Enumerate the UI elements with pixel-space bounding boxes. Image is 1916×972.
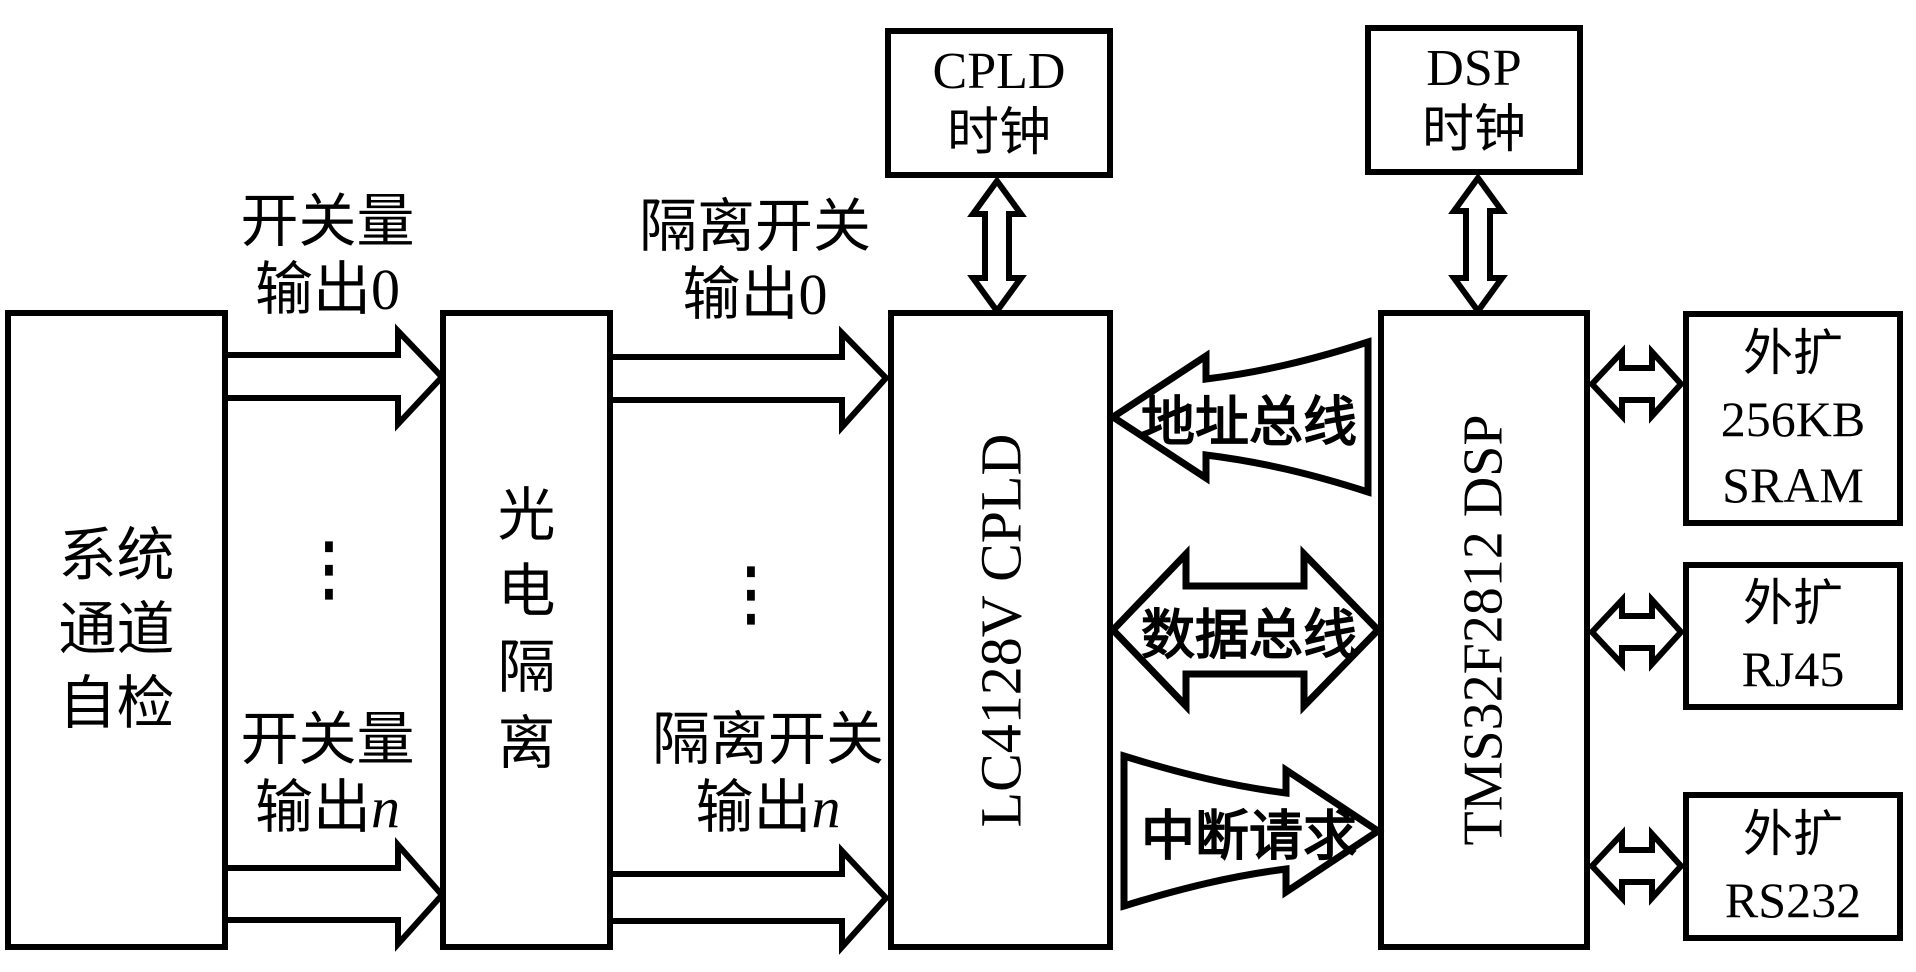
cpld-block: LC4128V CPLD [888, 310, 1113, 950]
interrupt-request-arrow [1120, 751, 1385, 911]
system-self-check-block: 系统 通道 自检 [5, 310, 228, 950]
dsp-rj45-arrow [1587, 592, 1686, 672]
label-interrupt-request: 中断请求 [1141, 806, 1357, 867]
rj45-block: 外扩 RJ45 [1683, 562, 1903, 710]
label-switch-output-n: 开关量 输出n [215, 706, 440, 842]
block-text: 自检 [58, 671, 175, 736]
arrow-switch-output-n [228, 837, 447, 952]
block-text: RJ45 [1741, 641, 1845, 697]
label-line: 输出n [695, 775, 841, 840]
label-data-bus: 数据总线 [1141, 605, 1357, 666]
cpld-clock-arrow [967, 175, 1027, 317]
sram-block: 外扩 256KB SRAM [1683, 311, 1903, 526]
dsp-clock-block: DSP 时钟 [1365, 25, 1583, 175]
rs232-block: 外扩 RS232 [1683, 792, 1903, 941]
block-text: 时钟 [946, 105, 1051, 162]
label-variable: n [811, 775, 841, 840]
block-text: 通道 [58, 597, 175, 662]
label-address-bus: 地址总线 [1141, 392, 1357, 453]
block-text: TMS32F2812 DSP [1453, 414, 1515, 846]
block-text: 隔 [497, 635, 556, 700]
block-text: LC4128V CPLD [968, 433, 1033, 827]
block-text: 光 [497, 483, 556, 548]
block-text: CPLD [932, 43, 1066, 100]
block-text: 外扩 [1743, 805, 1843, 862]
block-text: SRAM [1722, 456, 1864, 513]
block-text: 系统 [58, 523, 175, 588]
label-isolated-output-0: 隔离开关 输出0 [585, 193, 925, 329]
label-line: 隔离开关 [638, 194, 871, 259]
opto-isolation-block: 光 电 隔 离 [440, 310, 613, 950]
block-text: 256KB [1720, 390, 1866, 447]
ellipsis-middle: ⋮ [722, 554, 780, 633]
arrow-switch-output-0 [228, 323, 447, 432]
label-line: 输出0 [682, 262, 828, 327]
label-variable: n [371, 775, 400, 840]
ellipsis-left: ⋮ [300, 529, 358, 608]
label-line: 开关量 [240, 707, 415, 772]
dsp-rs232-arrow [1587, 826, 1686, 906]
address-bus-arrow [1106, 337, 1372, 497]
block-text: DSP [1426, 40, 1522, 97]
arrow-isolated-output-n [613, 843, 891, 955]
block-text: 时钟 [1421, 102, 1526, 159]
block-text: 外扩 [1743, 575, 1843, 631]
label-isolated-output-n: 隔离开关 输出n [598, 706, 938, 842]
block-text: 离 [497, 711, 556, 776]
label-line: 开关量 [240, 189, 415, 254]
label-switch-output-0: 开关量 输出0 [215, 188, 440, 324]
arrow-isolated-output-0 [613, 325, 891, 435]
label-line: 隔离开关 [651, 707, 884, 772]
dsp-sram-arrow [1587, 344, 1686, 424]
block-text: RS232 [1724, 871, 1862, 928]
label-line: 输出n [254, 775, 400, 840]
label-line: 输出0 [254, 257, 400, 322]
block-text: 外扩 [1743, 324, 1843, 381]
dsp-clock-arrow [1448, 172, 1508, 317]
cpld-clock-block: CPLD 时钟 [885, 28, 1113, 178]
block-text: 电 [497, 559, 556, 624]
dsp-block: TMS32F2812 DSP [1378, 310, 1590, 950]
